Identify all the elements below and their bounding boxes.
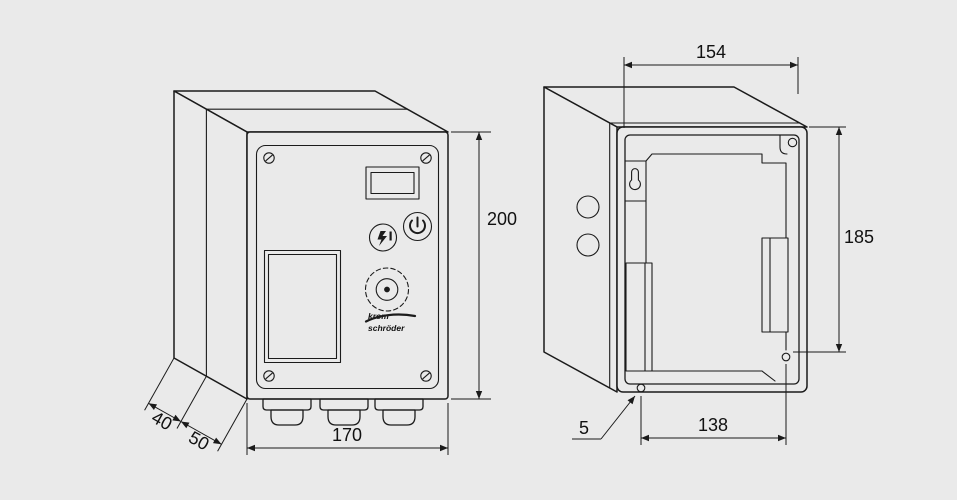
left-side-face (173, 90, 248, 400)
corner-screw (263, 370, 275, 382)
mounting-hole-bottom-left (636, 383, 646, 393)
corner-screw (420, 370, 432, 382)
dim-width-label: 170 (332, 425, 362, 445)
interior-contour (624, 134, 798, 393)
brand-swoosh-icon (364, 313, 417, 323)
lcd-display-inner (370, 171, 415, 195)
knockout-hole (576, 233, 600, 257)
power-button (402, 211, 433, 242)
knob-dashed-circle (364, 267, 410, 312)
dimension-hole-diameter: 5 (572, 395, 636, 440)
cable-gland-body (270, 409, 304, 426)
dim-hole-spacing-label: 138 (698, 415, 728, 435)
screw-slot (265, 372, 273, 380)
dimension-height: 200 (451, 131, 517, 400)
rear-view: 154 185 138 5 (543, 42, 874, 445)
lightning-bolt-icon (377, 231, 387, 246)
corner-screw (420, 152, 432, 164)
dim-depth-front-label: 50 (185, 427, 212, 454)
top-right-ear (779, 134, 788, 155)
corner-screws (263, 152, 432, 382)
extension-line (217, 398, 248, 452)
dimension-inner-width: 154 (623, 42, 799, 128)
ignition-knob (364, 267, 410, 312)
mounting-hole-bottom-right (781, 352, 791, 362)
cable-gland-body (327, 409, 361, 426)
right-channel (761, 237, 789, 333)
knockout-holes (576, 195, 600, 257)
screw-slot (422, 154, 430, 162)
reset-button-outline (368, 223, 398, 252)
cable-gland-body (382, 409, 416, 426)
corner-screw (263, 152, 275, 164)
dim-hole-diameter-label: 5 (579, 418, 589, 438)
cable-gland-collar (374, 398, 424, 411)
cable-gland-collar (319, 398, 369, 411)
power-icon (409, 219, 426, 235)
viewing-window-inner (267, 253, 338, 360)
front-view: krom schröder 200 170 40 50 (144, 90, 517, 455)
mounting-hole-top-right (787, 137, 798, 148)
reset-button (368, 223, 398, 252)
reset-bar-icon (389, 231, 392, 241)
cable-gland-collar (262, 398, 312, 411)
dimension-line (180, 421, 222, 445)
mounting-tab (624, 160, 647, 202)
cable-glands (262, 398, 424, 426)
front-flange-face (616, 126, 808, 393)
brand-logo: krom schröder (364, 311, 417, 333)
keyhole-slot (629, 168, 641, 191)
viewing-window (263, 249, 342, 364)
brand-logo-line2: schröder (368, 323, 405, 333)
viewing-window-outer (263, 249, 342, 364)
dimension-width: 170 (246, 403, 449, 455)
knockout-hole (576, 195, 600, 219)
screw-slot (265, 154, 273, 162)
left-channel (625, 262, 653, 372)
knob-center-dot (384, 286, 390, 293)
front-door-outline (255, 144, 440, 390)
dimension-inner-height: 185 (793, 126, 874, 353)
dim-inner-height-label: 185 (844, 227, 874, 247)
extension-line (176, 375, 207, 429)
dim-inner-width-label: 154 (696, 42, 726, 62)
lcd-display (365, 166, 420, 200)
screw-slot (422, 372, 430, 380)
back-wall-step-edge (645, 153, 787, 239)
extension-line (144, 357, 175, 411)
bottom-corner-step (761, 370, 776, 382)
dimension-hole-spacing: 138 (640, 364, 787, 445)
leader-line (600, 395, 636, 440)
power-button-outline (402, 211, 433, 242)
housing-opening (624, 134, 800, 385)
dim-height-label: 200 (487, 209, 517, 229)
dimension-line (148, 402, 182, 422)
dim-depth-rear-label: 40 (148, 407, 175, 434)
lcd-display-outer (365, 166, 420, 200)
knob-outline (375, 278, 399, 301)
left-side-face (543, 86, 618, 393)
